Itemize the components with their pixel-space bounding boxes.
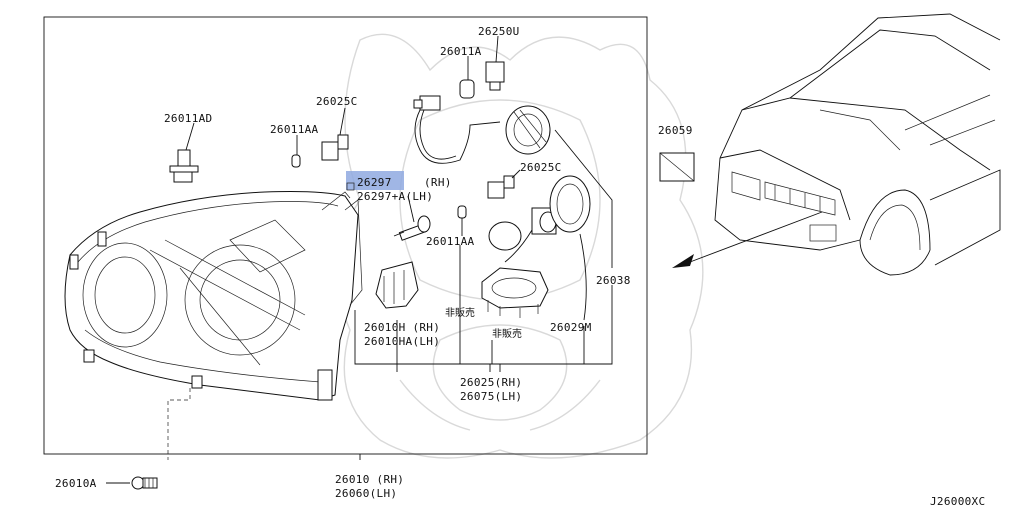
callout-26025c-mid[interactable]: 26025C	[520, 161, 562, 174]
socket-26025c-top[interactable]	[321, 107, 349, 161]
bulb-26011a[interactable]	[459, 56, 475, 99]
callout-26250u[interactable]: 26250U	[478, 25, 520, 38]
callout-26011aa-mid[interactable]: 26011AA	[426, 235, 475, 248]
headlamp-housing[interactable]	[64, 191, 363, 401]
callout-26075[interactable]: 26075(LH)	[460, 390, 522, 403]
bracket-26010h[interactable]	[375, 261, 419, 309]
socket-26250u[interactable]	[485, 35, 505, 91]
callout-26060[interactable]: 26060(LH)	[335, 487, 397, 500]
vehicle-outline	[714, 13, 1001, 276]
not-sold-note-2: 非販売	[492, 327, 522, 340]
bulb-26011aa-top[interactable]	[291, 135, 301, 168]
cover-ring-upper[interactable]	[505, 105, 551, 155]
socket-26025c-mid[interactable]	[487, 169, 521, 199]
callout-26297[interactable]: 26297	[357, 176, 392, 189]
bolt-26010a[interactable]	[131, 388, 191, 490]
callout-26029m[interactable]: 26029M	[550, 321, 592, 334]
bulb-26011ad[interactable]	[169, 122, 199, 183]
callout-26297-rh: (RH)	[424, 176, 452, 189]
wire-harness[interactable]	[413, 95, 501, 164]
callout-26025[interactable]: 26025(RH)	[460, 376, 522, 389]
callout-26010[interactable]: 26010 (RH)	[335, 473, 404, 486]
callout-26011a[interactable]: 26011A	[440, 45, 482, 58]
cover-26029m[interactable]	[549, 175, 591, 321]
ballast-unit[interactable]	[481, 267, 549, 318]
callout-26038[interactable]: 26038	[596, 274, 631, 287]
location-arrow	[672, 211, 823, 268]
callout-26011ad[interactable]: 26011AD	[164, 112, 212, 125]
callout-26297a[interactable]: 26297+A(LH)	[357, 190, 433, 203]
not-sold-note-1: 非販売	[445, 306, 475, 319]
callout-26025c-top[interactable]: 26025C	[316, 95, 358, 108]
callout-26059[interactable]: 26059	[658, 124, 693, 137]
callout-26010ha[interactable]: 26010HA(LH)	[364, 335, 440, 348]
leader-lines	[354, 129, 613, 460]
callout-26011aa-top[interactable]: 26011AA	[270, 123, 319, 136]
callout-26010a[interactable]: 26010A	[55, 477, 97, 490]
callout-26010h[interactable]: 26010H (RH)	[364, 321, 440, 334]
o-ring[interactable]	[488, 221, 522, 251]
diagram-code: J26000XC	[930, 495, 985, 508]
bulb-26297[interactable]	[393, 195, 431, 241]
highlight-26297	[346, 171, 404, 190]
bulb-26011aa-mid[interactable]	[457, 205, 467, 236]
label-sticker-26059[interactable]	[659, 152, 695, 182]
assembly-frame	[43, 16, 648, 455]
